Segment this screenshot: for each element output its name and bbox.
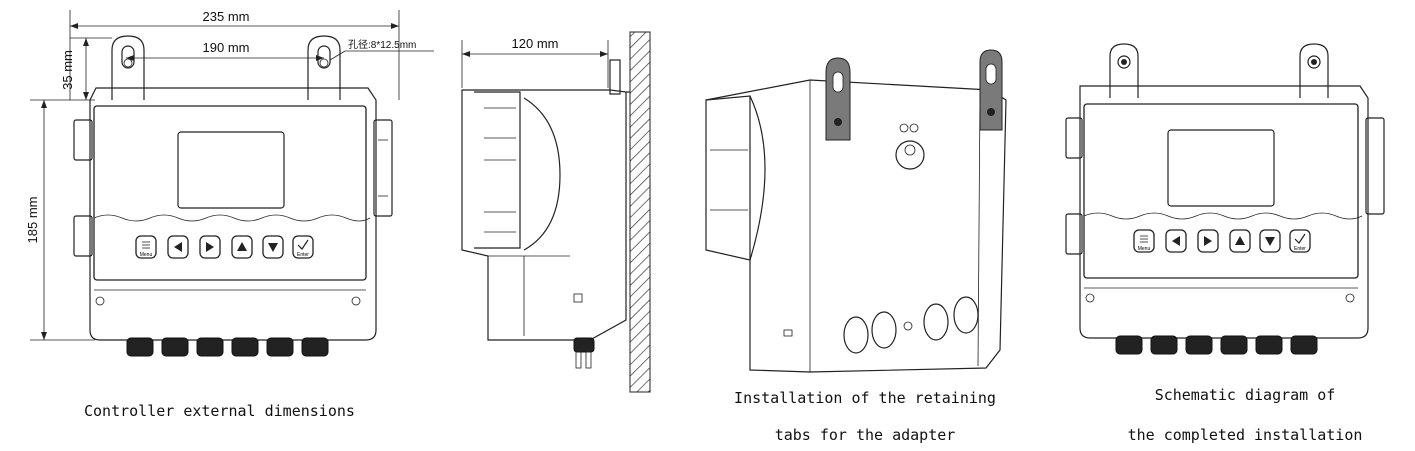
enter-key-label: Enter <box>1294 246 1306 252</box>
side-view-drawing: 120 mm <box>461 31 651 393</box>
caption-completed-line2: the completed installation <box>1127 426 1363 444</box>
caption-completed-line1: Schematic diagram of <box>1154 386 1336 404</box>
caption-tabs-line2: tabs for the adapter <box>774 426 956 444</box>
lcd-display <box>177 131 285 209</box>
mounting-tab-left <box>1109 43 1139 98</box>
dim-hole-spacing-190: 190 mm <box>203 40 250 55</box>
menu-key-label: Menu <box>140 252 153 258</box>
caption-front-dimensions: Controller external dimensions <box>84 402 355 420</box>
mounting-tab-right <box>1299 43 1329 98</box>
keypad: Menu Enter <box>135 235 314 259</box>
menu-key-label: Menu <box>1138 246 1151 252</box>
wall <box>629 31 651 393</box>
retaining-tab-left <box>825 57 851 141</box>
caption-tabs-line1: Installation of the retaining <box>734 389 996 407</box>
front-dimension-drawing: 235 mm 190 mm 孔径:8*12.5mm 35 mm 185 mm <box>25 9 434 357</box>
retaining-tabs-drawing <box>705 49 1007 373</box>
side-view: 120 mm <box>440 0 680 451</box>
completed-installation-view: Menu Enter <box>1060 0 1415 451</box>
mounting-tab-left <box>111 35 145 100</box>
cable-glands <box>126 337 329 357</box>
dim-tab-35: 35 mm <box>60 50 75 90</box>
housing-outline <box>89 87 377 341</box>
retaining-tab-right <box>979 49 1003 131</box>
front-dimension-view: 235 mm 190 mm 孔径:8*12.5mm 35 mm 185 mm <box>0 0 440 451</box>
mounting-tab-right <box>307 35 341 100</box>
enter-key-label: Enter <box>297 252 309 258</box>
retaining-tabs-view <box>690 0 1030 451</box>
cable-glands <box>1115 335 1318 355</box>
dim-width-235: 235 mm <box>203 9 250 24</box>
dim-height-185: 185 mm <box>25 197 40 244</box>
dim-hole-size: 孔径:8*12.5mm <box>348 38 416 51</box>
completed-installation-drawing: Menu Enter <box>1065 43 1385 355</box>
dim-depth-120: 120 mm <box>512 36 559 51</box>
keypad: Menu Enter <box>1133 229 1311 253</box>
menu-key <box>135 235 157 259</box>
